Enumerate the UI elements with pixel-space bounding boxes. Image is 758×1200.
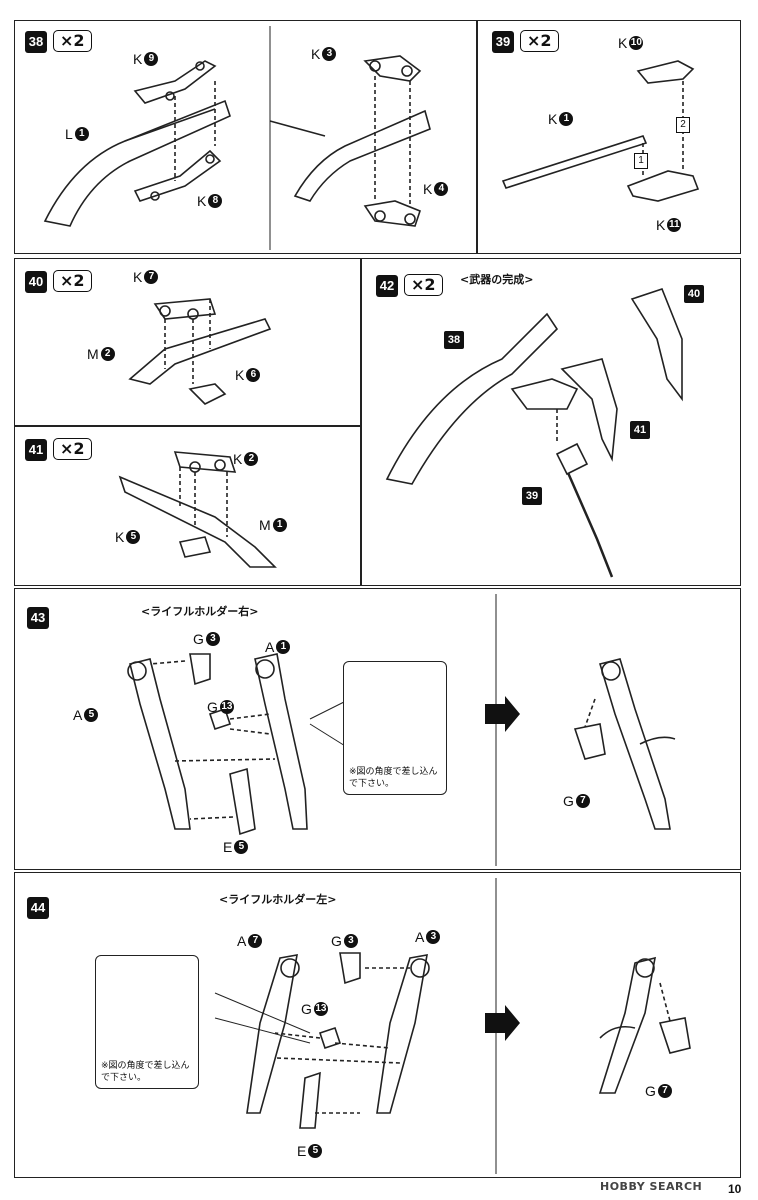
assembly-subtitle: <武器の完成> — [460, 273, 534, 286]
quantity-badge: ×2 — [53, 438, 92, 460]
ref-step-40: 40 — [684, 285, 704, 303]
insertion-angle-note: ※図の角度で差し込んで下さい。 — [349, 767, 438, 789]
step-39-illustration — [501, 60, 700, 202]
assembly-subtitle: <ライフルホルダー右> — [141, 605, 259, 618]
hobby-search-logo: HOBBY SEARCH — [600, 1180, 703, 1193]
step-44-illustration — [214, 878, 691, 1174]
step-38-illustration — [43, 26, 431, 250]
page-number: 10 — [728, 1182, 742, 1196]
step-number: 39 — [492, 31, 514, 53]
panel-step-42: 42 ×2 <武器の完成> 38 40 41 39 — [361, 258, 741, 586]
ref-step-39: 39 — [522, 487, 542, 505]
ref-step-38: 38 — [444, 331, 464, 349]
order-marker-2: 2 — [676, 117, 690, 133]
quantity-badge: ×2 — [53, 30, 92, 52]
step-number: 42 — [376, 275, 398, 297]
step-number: 40 — [25, 271, 47, 293]
ref-step-41: 41 — [630, 421, 650, 439]
step-41-illustration — [118, 451, 277, 568]
insertion-angle-note-callout: ※図の角度で差し込んで下さい。 — [95, 955, 199, 1089]
quantity-badge: ×2 — [53, 270, 92, 292]
step-40-illustration — [128, 298, 272, 405]
insertion-angle-note-callout: ※図の角度で差し込んで下さい。 — [343, 661, 447, 795]
step-number: 43 — [27, 607, 49, 629]
quantity-badge: ×2 — [520, 30, 559, 52]
step-number: 41 — [25, 439, 47, 461]
proceed-arrow-icon — [485, 696, 520, 732]
insertion-angle-note: ※図の角度で差し込んで下さい。 — [101, 1061, 190, 1083]
step-42-illustration — [385, 288, 683, 578]
step-43-illustration — [127, 594, 676, 866]
step-number: 38 — [25, 31, 47, 53]
quantity-badge: ×2 — [404, 274, 443, 296]
assembly-subtitle: <ライフルホルダー左> — [219, 893, 337, 906]
proceed-arrow-icon — [485, 1005, 520, 1041]
step-number: 44 — [27, 897, 49, 919]
order-marker-1: 1 — [634, 153, 648, 169]
